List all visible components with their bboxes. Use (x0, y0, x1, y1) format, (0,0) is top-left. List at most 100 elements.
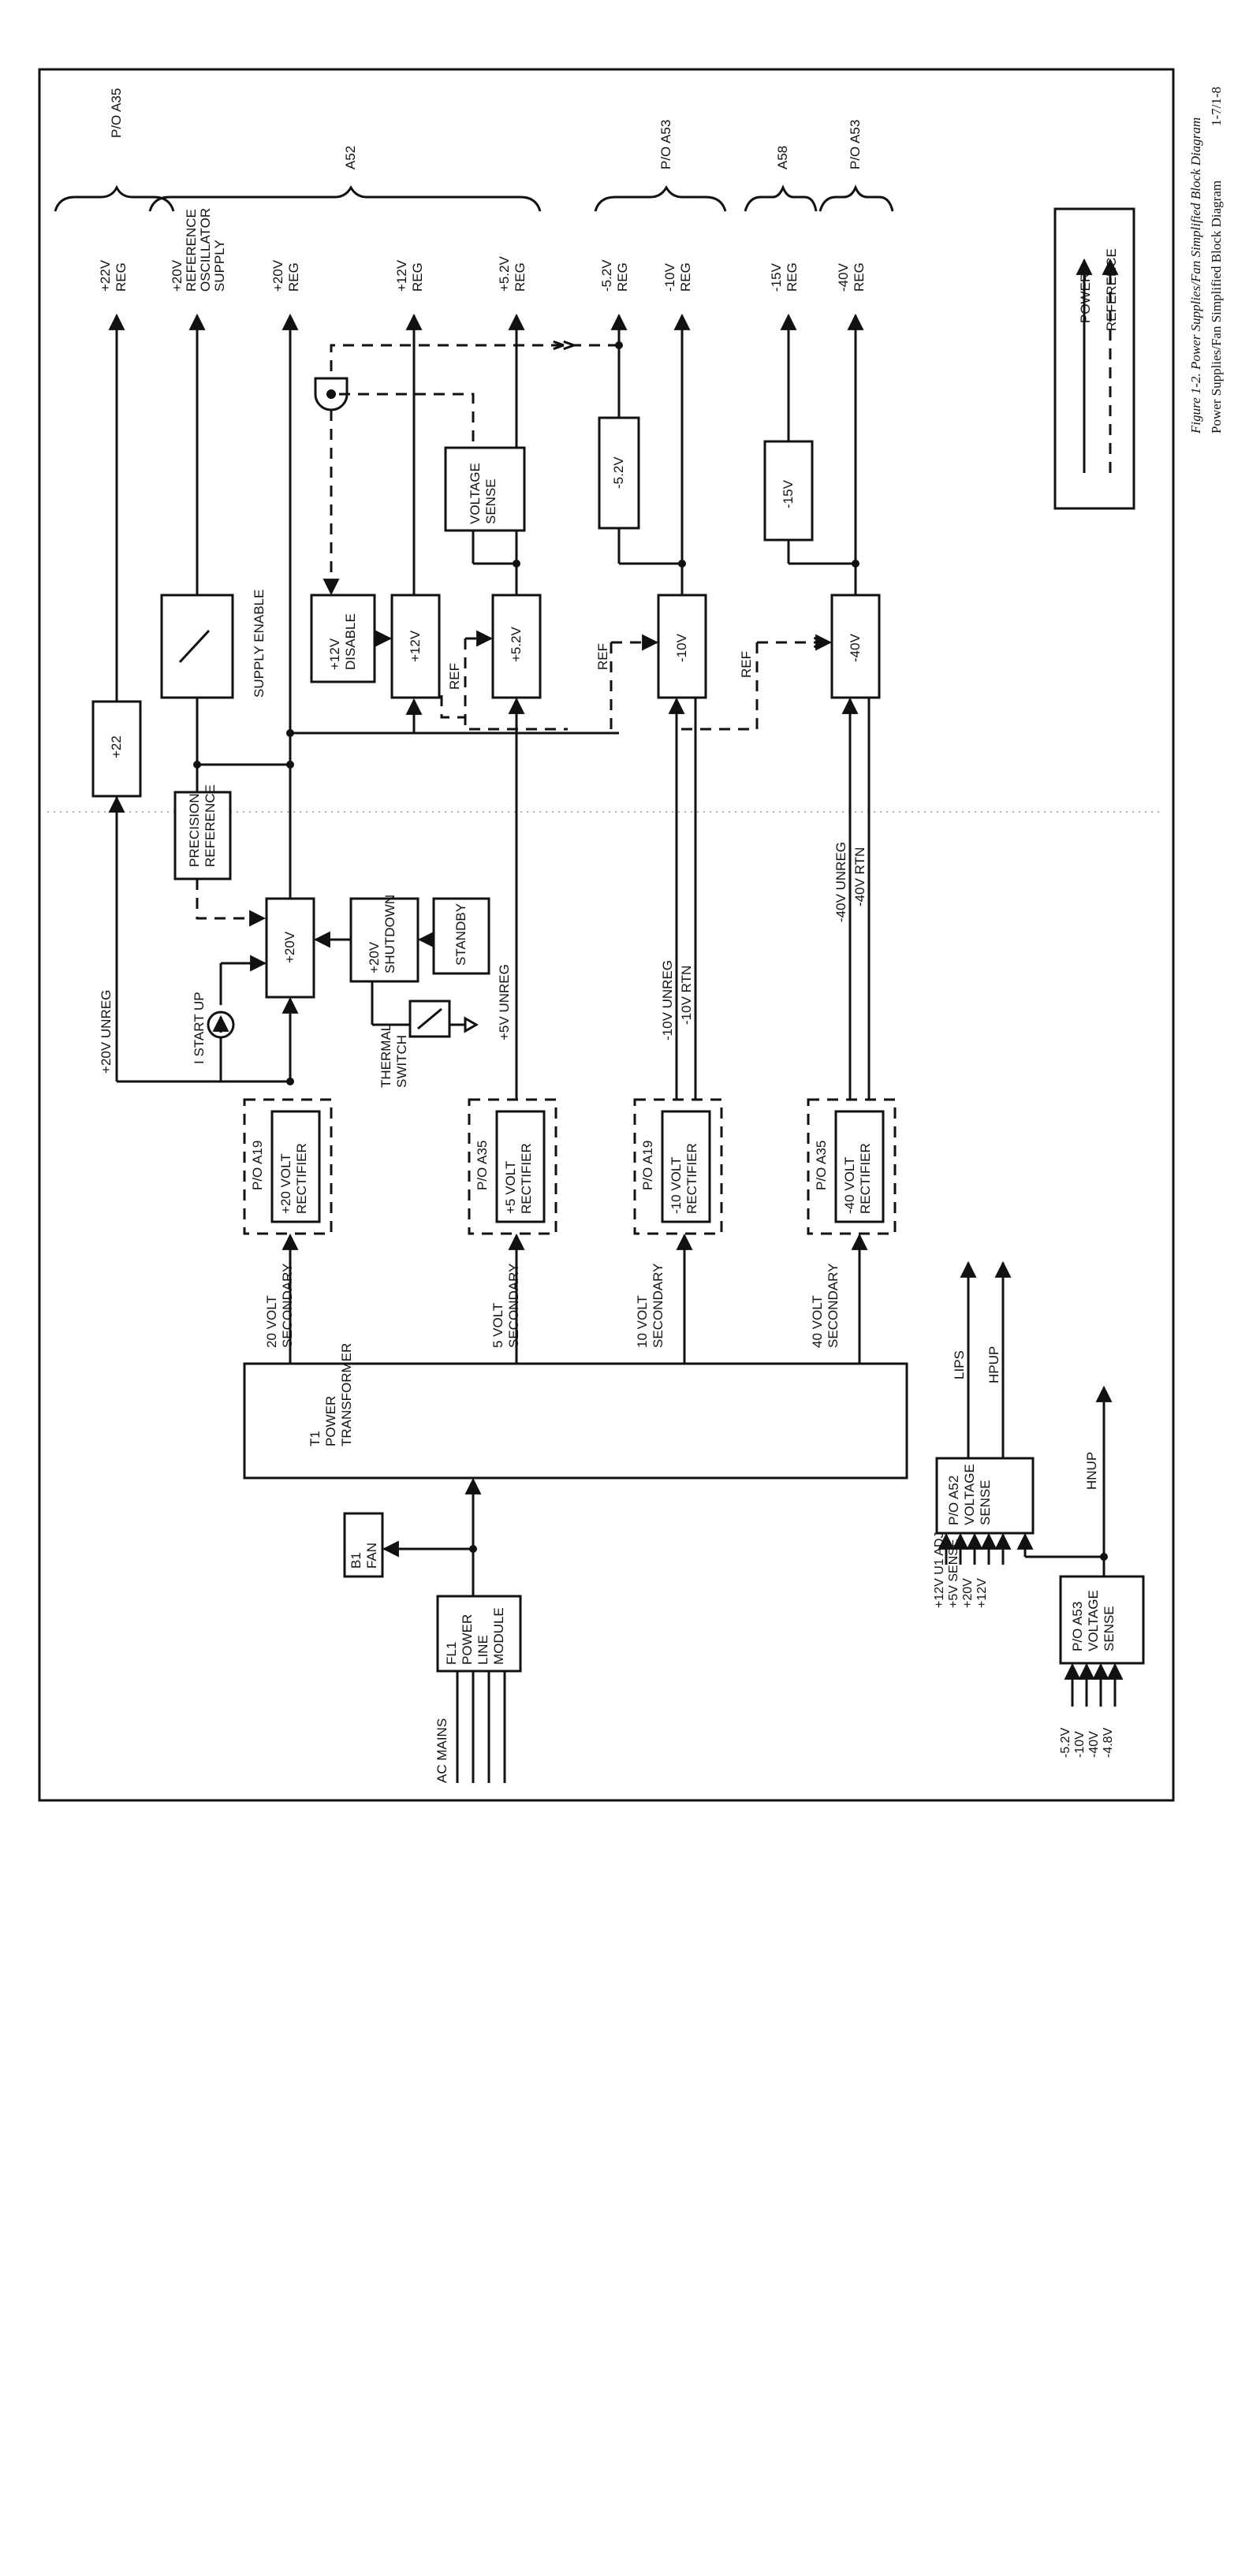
label-ac-mains: AC MAINS (434, 1718, 449, 1783)
rect40-group: P/O A35 (814, 1141, 829, 1190)
out-neg-5v2: -5.2VREG (599, 259, 630, 292)
block-12v-disable (310, 594, 376, 683)
label-20v-secondary: 20 VOLTSECONDARY (264, 1264, 295, 1348)
out-20v-ref-osc: +20VREFERENCEOSCILLATORSUPPLY (170, 208, 227, 292)
rect20-group: P/O A19 (250, 1141, 265, 1190)
label-5v-secondary: 5 VOLTSECONDARY (490, 1264, 521, 1348)
fan-label: B1FAN (349, 1543, 379, 1569)
ground-symbol (464, 1016, 479, 1033)
block-minus10v-label: -10V (674, 633, 689, 662)
brace-po-a53-a (594, 185, 727, 212)
brace-a52 (148, 185, 542, 212)
block-minus5v2 (598, 416, 640, 530)
group-rect-5 (468, 1098, 557, 1235)
block-plus20v-label: +20V (282, 931, 297, 963)
rect5-group: P/O A35 (475, 1141, 490, 1190)
block-plus22-label: +22 (109, 735, 124, 758)
block-fan (343, 1512, 384, 1578)
precision-reference-label: PRECISIONREFERENCE (187, 784, 218, 867)
group-a58: A58 (775, 146, 790, 169)
label-ref-40: REF (739, 651, 754, 678)
label-thermal-switch: THERMALSWITCH (378, 1024, 409, 1088)
label-ref-10: REF (595, 643, 610, 670)
group-rect-20 (243, 1098, 333, 1235)
supply-enable-switch (160, 594, 234, 699)
block-power-line-module (436, 1595, 522, 1673)
fl1-label: FL1POWERLINEMODULE (444, 1607, 506, 1665)
block-plus12v-label: +12V (408, 630, 423, 662)
block-rectifier-40v (834, 1110, 885, 1223)
out-12v: +12VREG (394, 259, 425, 292)
shutdown-label: +20VSHUTDOWN (367, 895, 397, 973)
block-plus20v (265, 897, 315, 999)
block-standby (432, 897, 490, 975)
label-20v-unreg: +20V UNREG (99, 990, 114, 1074)
block-voltage-sense-a53 (1059, 1575, 1145, 1665)
label-10v-unreg: -10V UNREG (660, 960, 675, 1040)
group-rect-10 (633, 1098, 723, 1235)
group-rect-40 (807, 1098, 897, 1235)
label-lips: LIPS (952, 1350, 967, 1379)
label-10v-secondary: 10 VOLTSECONDARY (635, 1264, 666, 1348)
label-40v-secondary: 40 VOLTSECONDARY (810, 1264, 841, 1348)
legend-box (1053, 207, 1135, 510)
rect10-group: P/O A19 (640, 1141, 655, 1190)
block-plus5v2-label: +5.2V (509, 626, 524, 662)
block-rectifier-10v (661, 1110, 711, 1223)
label-40v-unreg: -40V UNREG (833, 842, 848, 922)
label-5v-unreg: +5V UNREG (497, 964, 512, 1040)
block-minus15v-label: -15V (781, 479, 796, 508)
rect10-label: -10 VOLTRECTIFIER (669, 1143, 699, 1214)
label-hpup: HPUP (986, 1346, 1001, 1383)
block-precision-reference (173, 791, 232, 880)
sense-a53-inputs: -5.2V-10V-40V-4.8V (1059, 1727, 1115, 1758)
block-power-transformer (243, 1362, 908, 1480)
rect20-label: +20 VOLTRECTIFIER (278, 1143, 309, 1214)
brace-po-a35 (54, 184, 175, 212)
out-5v2: +5.2VREG (497, 255, 528, 292)
label-ref-12: REF (447, 663, 462, 690)
block-voltage-sense-a52 (935, 1457, 1035, 1535)
vsa52-label: P/O A52VOLTAGESENSE (946, 1464, 993, 1525)
out-22v: +22VREG (98, 259, 129, 292)
out-neg-10v: -10VREG (662, 262, 693, 292)
block-plus5v2 (491, 594, 542, 699)
block-plus22 (91, 700, 142, 798)
standby-label: STANDBY (453, 903, 468, 966)
legend-power: POWER (1078, 273, 1093, 323)
group-po-a53-b: P/O A53 (848, 120, 863, 169)
rect40-label: -40 VOLTRECTIFIER (842, 1143, 873, 1214)
block-rectifier-20v (270, 1110, 321, 1223)
disable-12v-label: +12VDISABLE (327, 613, 358, 670)
label-hnup: HNUP (1084, 1452, 1099, 1490)
block-plus12v (390, 594, 441, 699)
brace-a58 (744, 184, 818, 212)
block-minus5v2-label: -5.2V (611, 456, 626, 489)
block-voltage-sense (444, 446, 526, 532)
block-rectifier-5v (495, 1110, 546, 1223)
page-number: 1-7/1-8 (1209, 87, 1224, 126)
group-po-a35: P/O A35 (109, 88, 124, 138)
label-40v-rtn: -40V RTN (852, 847, 867, 906)
rect5-label: +5 VOLTRECTIFIER (503, 1143, 534, 1214)
switch-blade (178, 629, 211, 664)
out-neg-40v: -40VREG (836, 262, 867, 292)
legend-reference: REFERENCE (1104, 248, 1119, 331)
label-10v-rtn: -10V RTN (679, 966, 694, 1025)
out-20v: +20VREG (270, 259, 301, 292)
sense-a52-inputs: +12V U1 ADJ+5V SENSE+20V+12V (933, 1532, 989, 1609)
figure-caption: Figure 1-2. Power Supplies/Fan Simplifie… (1188, 117, 1203, 434)
block-minus40v-label: -40V (848, 633, 863, 662)
voltage-sense-label: VOLTAGESENSE (468, 463, 498, 524)
vsa53-label: P/O A53VOLTAGESENSE (1070, 1590, 1117, 1651)
group-po-a53-a: P/O A53 (658, 120, 673, 169)
label-supply-enable: SUPPLY ENABLE (252, 590, 267, 698)
transformer-label: T1POWERTRANSFORMER (308, 1343, 354, 1446)
page-title: Power Supplies/Fan Simplified Block Diag… (1209, 181, 1224, 434)
group-a52: A52 (343, 146, 358, 169)
out-neg-15v: -15VREG (769, 262, 800, 292)
brace-po-a53-b (818, 184, 894, 212)
diagram-frame (38, 68, 1175, 1802)
